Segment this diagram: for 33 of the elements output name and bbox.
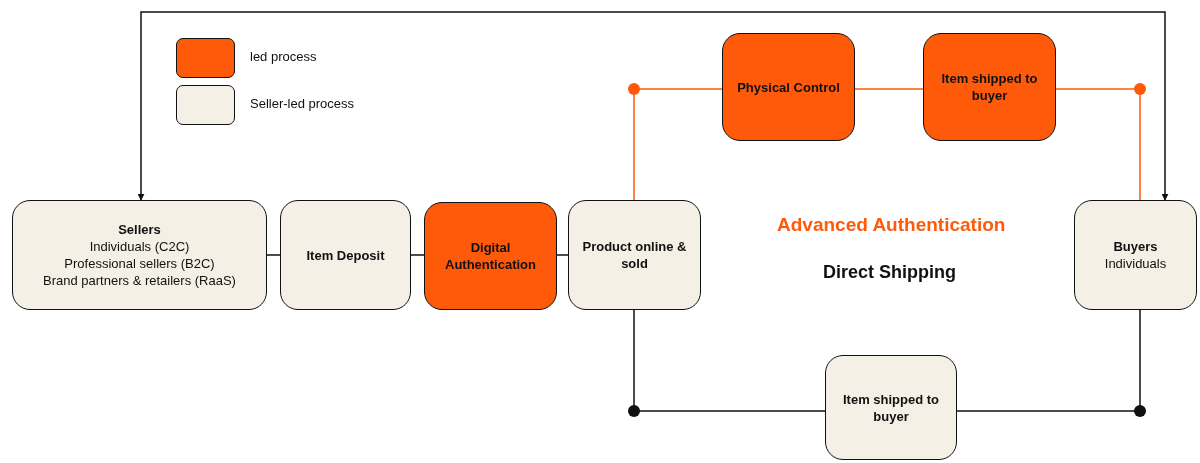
process-box (424, 202, 557, 310)
connector-line (410, 254, 425, 256)
box-text: Individuals (1104, 255, 1167, 272)
process-box (1074, 200, 1197, 310)
connector-line (633, 88, 723, 201)
box-title: Item Deposit (306, 246, 385, 264)
legend-label: led process (250, 49, 317, 64)
arrow (137, 11, 1169, 201)
connector-line (956, 309, 1141, 412)
box-text: Brand partners & retailers (RaaS) (43, 272, 236, 289)
box-title: Digital Authentication (444, 239, 537, 273)
box-title: Buyers (1113, 238, 1158, 255)
box-text: Professional sellers (B2C) (64, 255, 215, 272)
box-title: Product online & sold (581, 238, 688, 272)
box-title: Item shipped to buyer (940, 70, 1039, 104)
process-box (923, 33, 1056, 141)
legend-label: Seller-led process (250, 96, 355, 111)
connector-line (854, 88, 924, 90)
connector-line (633, 309, 826, 412)
box-title: Item shipped to buyer (841, 390, 941, 425)
process-box (722, 33, 855, 141)
process-box (568, 200, 701, 310)
box-title: Sellers (118, 221, 161, 238)
connector-line (556, 254, 569, 256)
connector-line (266, 254, 281, 256)
section-heading: Advanced Authentication (777, 214, 1006, 236)
process-box (12, 200, 267, 310)
box-title: Physical Control (737, 78, 840, 96)
process-box (280, 200, 411, 310)
section-subheading: Direct Shipping (823, 262, 956, 283)
process-box (825, 355, 957, 460)
connector-line (1055, 88, 1141, 201)
box-text: Individuals (C2C) (89, 238, 190, 255)
